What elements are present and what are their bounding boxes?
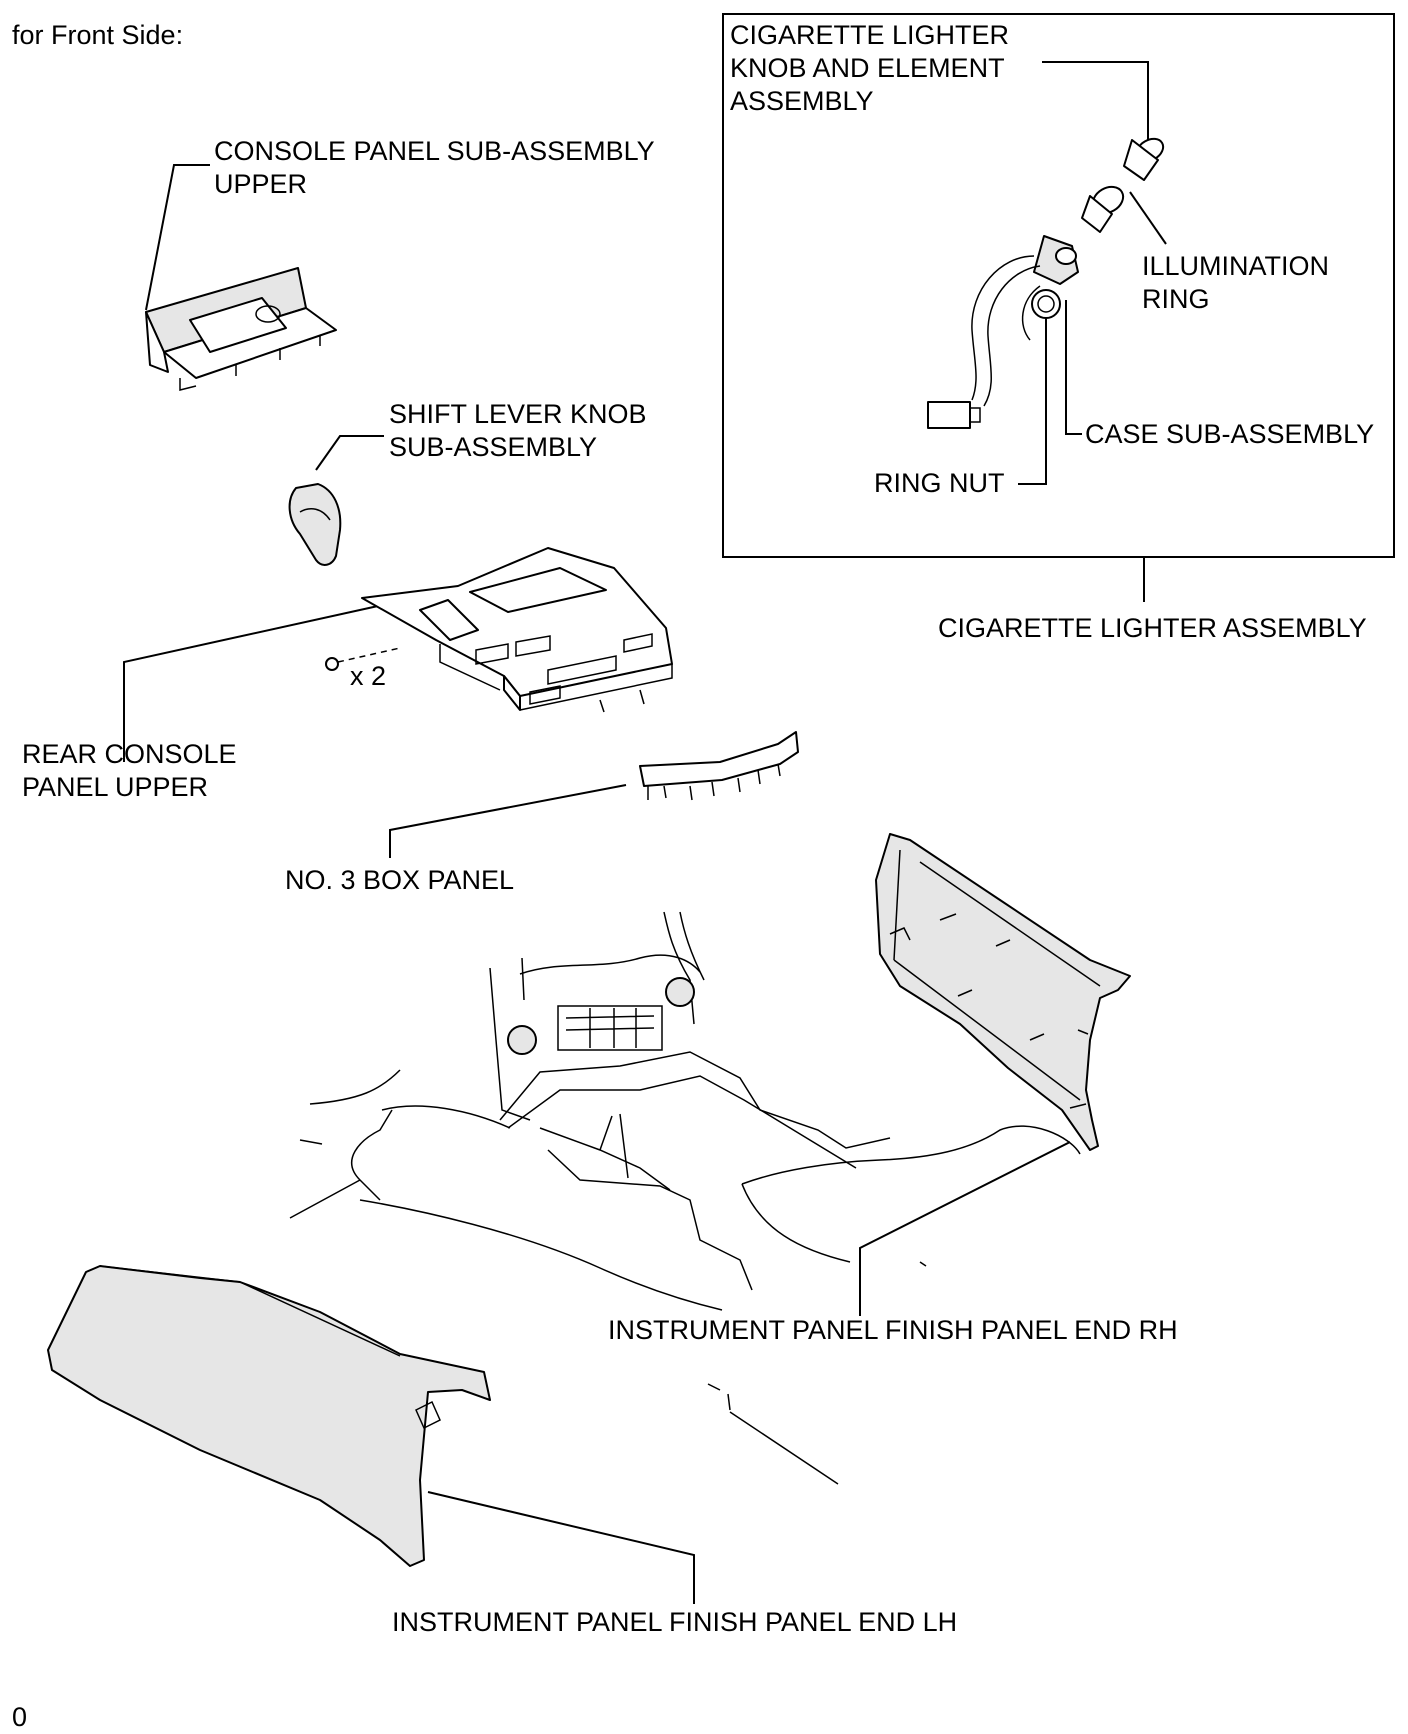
label-shift-knob-line2: SUB-ASSEMBLY: [389, 432, 597, 462]
front-side-caption: for Front Side:: [12, 20, 183, 50]
label-rear-console-line2: PANEL UPPER: [22, 772, 208, 802]
label-ring-nut: RING NUT: [874, 468, 1005, 498]
ring-nut-part: [1031, 289, 1061, 319]
no3-box-leader: [389, 784, 627, 858]
label-console-panel-line2: UPPER: [214, 169, 307, 199]
shift-knob-leader: [315, 435, 384, 471]
label-finish-panel-rh: INSTRUMENT PANEL FINISH PANEL END RH: [608, 1315, 1178, 1345]
label-cigarette-lighter-assembly: CIGARETTE LIGHTER ASSEMBLY: [938, 613, 1367, 643]
shift-knob-part: [288, 483, 342, 566]
lighter-wire-harness: [927, 255, 1041, 429]
illumination-ring-part: [1081, 185, 1125, 233]
label-rear-console-line1: REAR CONSOLE: [22, 739, 237, 769]
label-illumination-line2: RING: [1142, 284, 1210, 314]
label-finish-panel-lh: INSTRUMENT PANEL FINISH PANEL END LH: [392, 1607, 957, 1637]
label-console-panel-line1: CONSOLE PANEL SUB-ASSEMBLY: [214, 136, 655, 166]
label-case-sub-assembly: CASE SUB-ASSEMBLY: [1085, 419, 1374, 449]
label-no3-box-panel: NO. 3 BOX PANEL: [285, 865, 514, 895]
center-console-body: [289, 911, 1081, 1485]
console-panel-upper-part: [145, 267, 337, 391]
figure-code: 0: [12, 1702, 27, 1732]
illumination-ring-leader: [1129, 191, 1167, 245]
label-lighter-knob-line1: CIGARETTE LIGHTER: [730, 20, 1009, 50]
no3-box-panel-part: [639, 731, 799, 801]
finish-panel-lh-leader: [427, 1491, 695, 1604]
lighter-knob-leader: [1042, 61, 1149, 140]
rear-console-leader: [123, 605, 379, 762]
finish-panel-end-rh-part: [875, 833, 1131, 1151]
lighter-inset-frame: [722, 13, 1395, 558]
finish-panel-rh-leader: [859, 1141, 1071, 1316]
console-panel-leader: [145, 164, 210, 311]
case-leader: [1065, 300, 1082, 435]
screw-part: [325, 647, 401, 671]
label-screw-qty: x 2: [350, 661, 386, 691]
ring-nut-leader: [1018, 318, 1047, 485]
label-lighter-knob-line3: ASSEMBLY: [730, 86, 874, 116]
label-illumination-line1: ILLUMINATION: [1142, 251, 1329, 281]
label-lighter-knob-line2: KNOB AND ELEMENT: [730, 53, 1005, 83]
lighter-knob-part: [1123, 137, 1165, 181]
case-sub-assembly-part: [1033, 235, 1079, 285]
label-shift-knob-line1: SHIFT LEVER KNOB: [389, 399, 647, 429]
rear-console-panel-part: [361, 547, 673, 713]
finish-panel-end-lh-part: [47, 1265, 491, 1567]
